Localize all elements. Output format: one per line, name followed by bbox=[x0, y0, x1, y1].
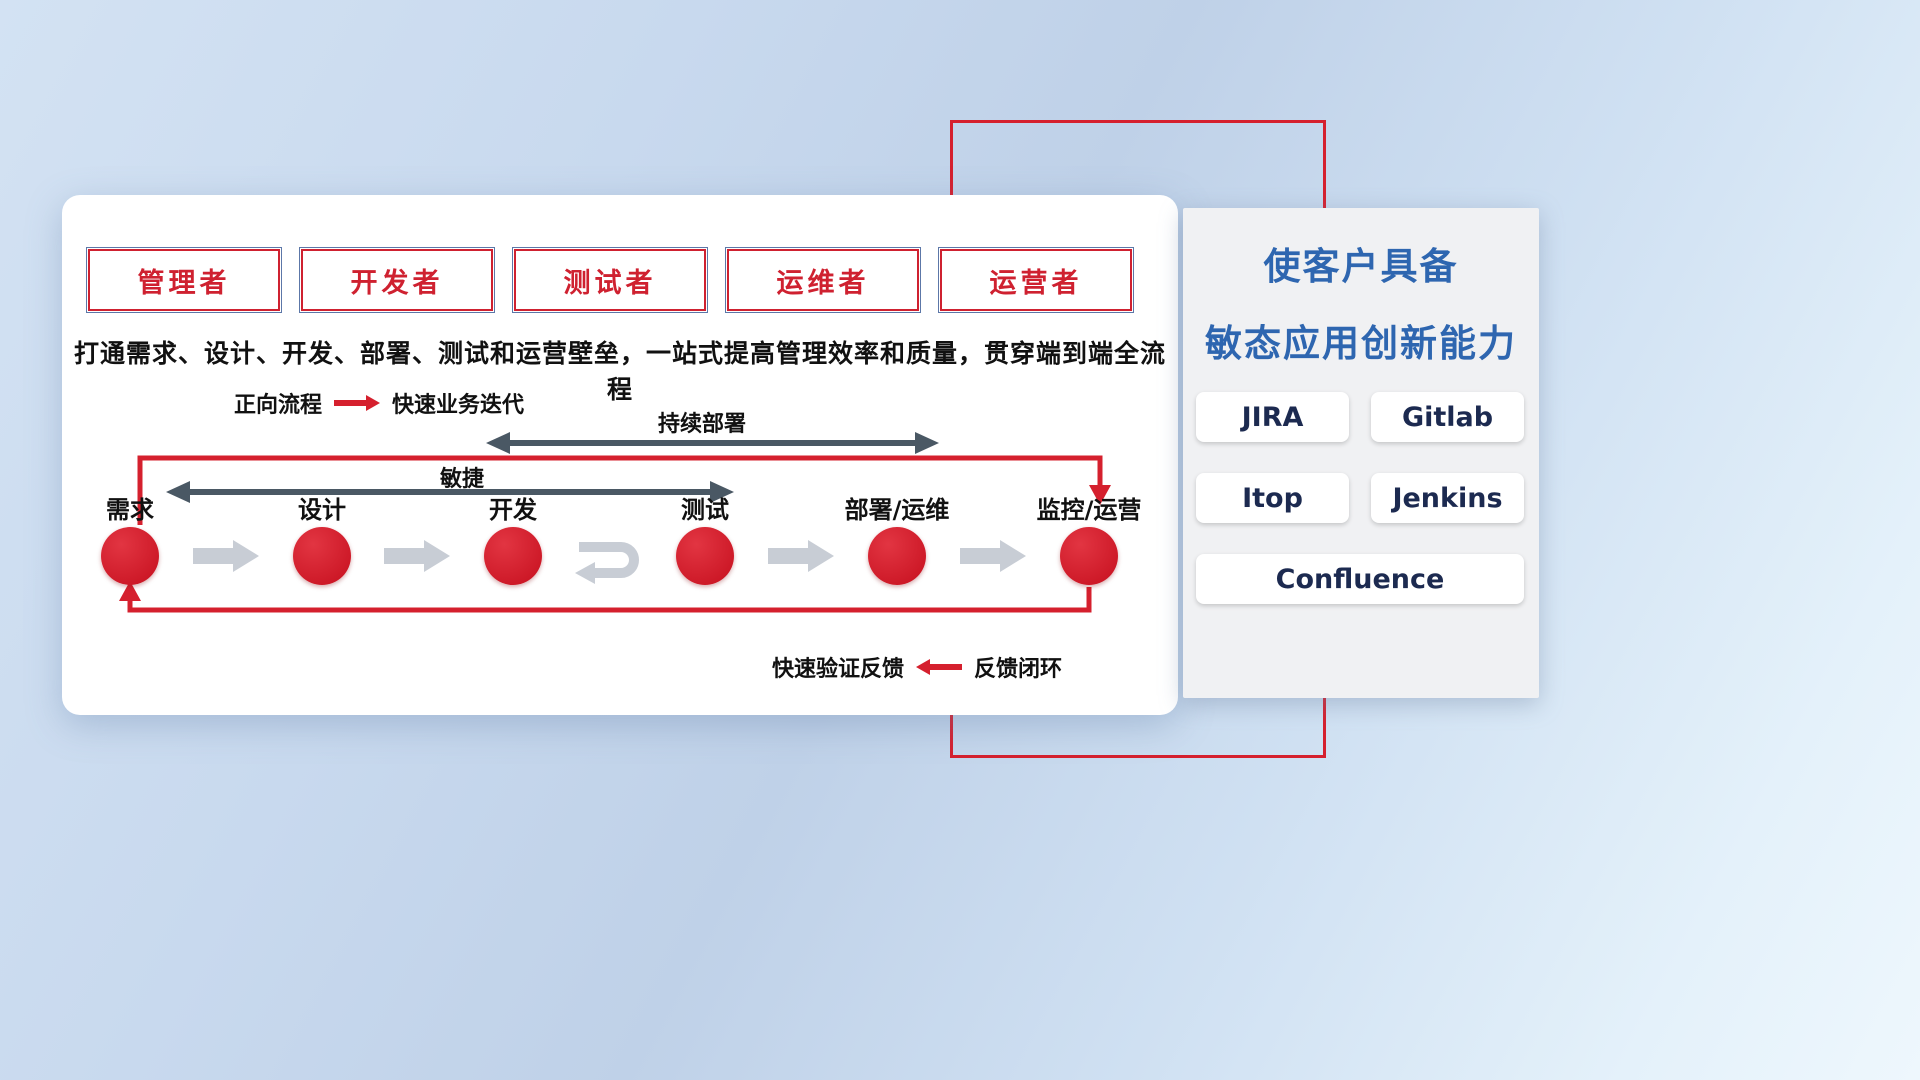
capability-panel: 使客户具备 敏态应用创新能力 JIRA Gitlab Itop Jenkins … bbox=[1183, 208, 1539, 698]
tool-button-jira: JIRA bbox=[1196, 392, 1349, 442]
role-label: 开发者 bbox=[350, 267, 444, 299]
feedback-arrow-icon bbox=[916, 659, 963, 675]
stage-circle-icon bbox=[1060, 527, 1118, 585]
role-box-manager: 管理者 bbox=[86, 247, 282, 313]
panel-title-line2: 敏态应用创新能力 bbox=[1205, 322, 1517, 365]
stage-design: 设计 bbox=[232, 497, 412, 585]
legend-forward: 正向流程 快速业务迭代 bbox=[234, 387, 524, 419]
feedback-loop-line bbox=[127, 587, 1092, 613]
stage-arrow-icon bbox=[193, 540, 259, 572]
forward-flow-desc: 快速业务迭代 bbox=[392, 393, 525, 418]
roles-row: 管理者 开发者 测试者 运维者 运营者 bbox=[86, 247, 1134, 313]
stage-label: 测试 bbox=[681, 496, 729, 524]
role-box-tester: 测试者 bbox=[512, 247, 708, 313]
stage-testing: 测试 bbox=[615, 497, 795, 585]
stage-deploy-ops: 部署/运维 bbox=[807, 497, 987, 585]
stage-requirements: 需求 bbox=[40, 497, 220, 585]
stage-arrow-icon bbox=[384, 540, 450, 572]
role-label: 运营者 bbox=[989, 267, 1083, 299]
stage-arrow-icon bbox=[768, 540, 834, 572]
stage-circle-icon bbox=[101, 527, 159, 585]
stage-circle-icon bbox=[676, 527, 734, 585]
iteration-loop-icon bbox=[575, 542, 639, 584]
stage-label: 开发 bbox=[489, 496, 537, 524]
tool-button-jenkins: Jenkins bbox=[1371, 473, 1524, 523]
stage-label: 部署/运维 bbox=[844, 496, 950, 524]
stage-label: 需求 bbox=[106, 496, 154, 524]
span-label-continuous-deployment: 持续部署 bbox=[657, 412, 747, 437]
forward-arrow-icon bbox=[334, 395, 381, 411]
stage-monitor-operate: 监控/运营 bbox=[999, 497, 1179, 585]
legend-feedback: 快速验证反馈 反馈闭环 bbox=[772, 651, 1062, 683]
tool-button-gitlab: Gitlab bbox=[1371, 392, 1524, 442]
stage-circle-icon bbox=[484, 527, 542, 585]
stage-circle-icon bbox=[868, 527, 926, 585]
role-label: 运维者 bbox=[776, 267, 870, 299]
role-box-developer: 开发者 bbox=[299, 247, 495, 313]
tools-grid: JIRA Gitlab Itop Jenkins Confluence bbox=[1196, 392, 1524, 604]
feedback-desc: 快速验证反馈 bbox=[772, 657, 905, 682]
tool-button-confluence: Confluence bbox=[1196, 554, 1524, 604]
forward-flow-label: 正向流程 bbox=[234, 393, 323, 418]
role-label: 测试者 bbox=[563, 267, 657, 299]
panel-title-line1: 使客户具备 bbox=[1263, 245, 1459, 288]
stage-label: 设计 bbox=[298, 496, 346, 524]
stage-label: 监控/运营 bbox=[1036, 496, 1142, 524]
stage-circle-icon bbox=[293, 527, 351, 585]
feedback-label: 反馈闭环 bbox=[974, 657, 1063, 682]
panel-title: 使客户具备 敏态应用创新能力 bbox=[1183, 208, 1539, 382]
role-box-operator: 运营者 bbox=[938, 247, 1134, 313]
stage-development: 开发 bbox=[423, 497, 603, 585]
span-label-agile: 敏捷 bbox=[439, 467, 485, 492]
devops-flow-card: 管理者 开发者 测试者 运维者 运营者 打通需求、设计、开发、部署、测试和运营壁… bbox=[62, 195, 1178, 715]
tool-button-itop: Itop bbox=[1196, 473, 1349, 523]
role-box-ops: 运维者 bbox=[725, 247, 921, 313]
stage-arrow-icon bbox=[960, 540, 1026, 572]
card-subtitle: 打通需求、设计、开发、部署、测试和运营壁垒，一站式提高管理效率和质量，贯穿端到端… bbox=[73, 339, 1166, 404]
role-label: 管理者 bbox=[137, 267, 231, 299]
